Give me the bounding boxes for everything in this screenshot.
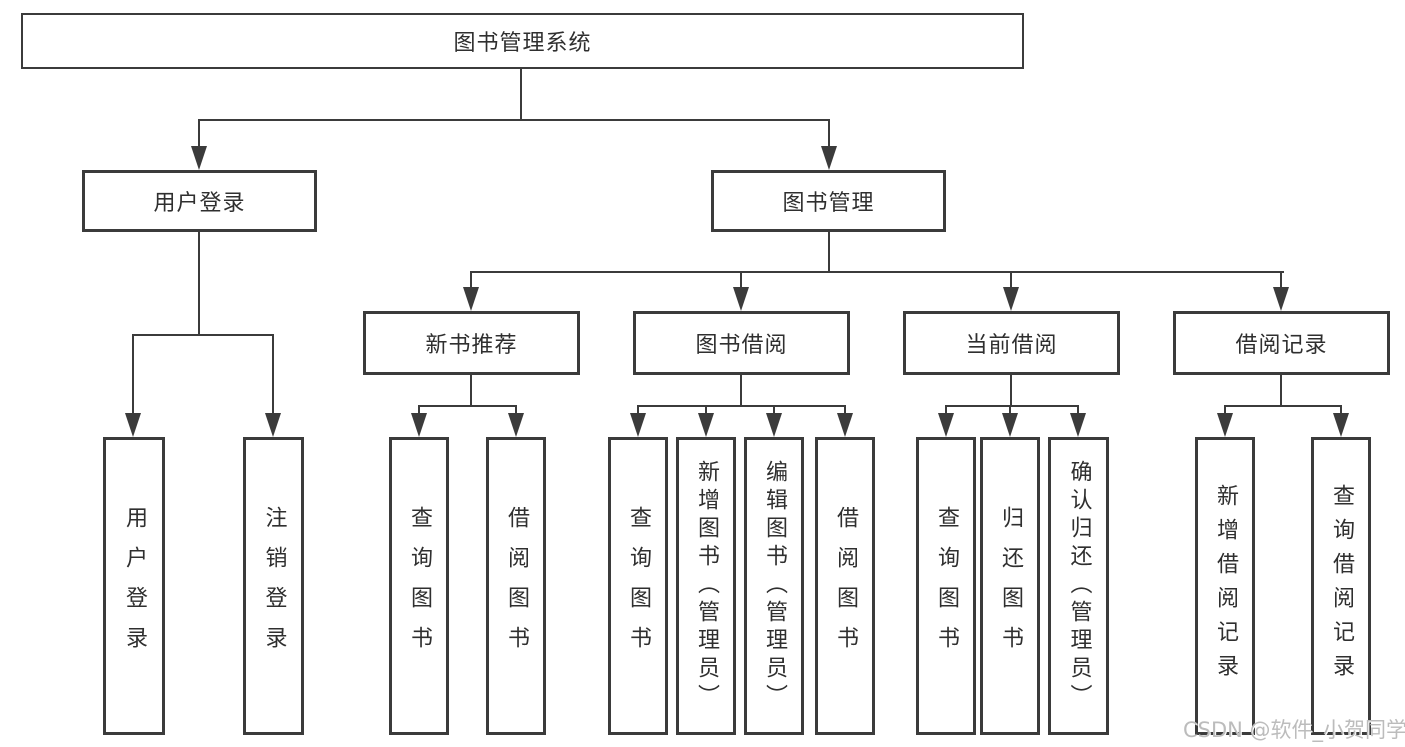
node-label: 图书管理系统	[453, 31, 592, 56]
connector-leaf-stem	[1009, 405, 1011, 415]
connector-current-borrow-stem	[1010, 375, 1012, 407]
connector-book-borrow-split	[637, 405, 846, 407]
node-new-book-recommendation: 新书推荐	[363, 311, 580, 375]
node-label: 用户登录	[153, 191, 246, 216]
connector-user-login-stem	[198, 232, 200, 335]
connector-to-leaf-logout	[272, 334, 274, 415]
node-label: 借阅记录	[1235, 333, 1328, 358]
connector-to-user-login	[198, 119, 200, 148]
leaf-label: 查询图书	[407, 506, 432, 666]
leaf-add-books-admin: 新增图书（管理员）	[676, 437, 736, 735]
node-label: 当前借阅	[965, 333, 1058, 358]
arrowhead-current-borrow	[1003, 287, 1019, 311]
connector-leaf-stem	[418, 405, 420, 415]
connector-to-new-book	[470, 271, 472, 289]
node-current-borrowing: 当前借阅	[903, 311, 1120, 375]
leaf-label: 查询借阅记录	[1329, 484, 1354, 688]
connector-leaf-stem	[637, 405, 639, 415]
leaf-label: 注销登录	[261, 506, 287, 666]
leaf-label: 用户登录	[122, 506, 147, 666]
leaf-query-books-recommend: 查询图书	[389, 437, 449, 735]
arrowhead-leaf-user-login	[125, 413, 141, 437]
connector-to-leaf-user-login	[132, 334, 134, 415]
leaf-label: 查询图书	[934, 506, 959, 666]
connector-new-book-stem	[470, 375, 472, 407]
leaf-query-borrow-record: 查询借阅记录	[1311, 437, 1371, 735]
connector-to-book-management	[828, 119, 830, 148]
arrowhead-leaf-logout	[265, 413, 281, 437]
arrowhead-leaf	[938, 413, 954, 437]
leaf-label: 借阅图书	[833, 506, 858, 666]
arrowhead-leaf	[508, 413, 524, 437]
connector-new-book-split	[418, 405, 517, 407]
leaf-user-login: 用户登录	[103, 437, 165, 735]
connector-leaf-stem	[705, 405, 707, 415]
leaf-logout: 注销登录	[243, 437, 304, 735]
arrowhead-leaf	[1333, 413, 1349, 437]
connector-to-book-borrow	[740, 271, 742, 289]
leaf-query-books-current: 查询图书	[916, 437, 976, 735]
leaf-return-books: 归还图书	[980, 437, 1040, 735]
connector-book-mgmt-stem	[828, 232, 830, 272]
leaf-query-books-borrow: 查询图书	[608, 437, 668, 735]
connector-book-borrow-stem	[740, 375, 742, 407]
connector-leaf-stem	[515, 405, 517, 415]
arrowhead-leaf	[1217, 413, 1233, 437]
arrowhead-leaf	[411, 413, 427, 437]
arrowhead-leaf	[1002, 413, 1018, 437]
leaf-label: 新增图书（管理员）	[694, 460, 719, 712]
arrowhead-user-login	[191, 146, 207, 170]
csdn-watermark: CSDN @软件_小贺同学	[1183, 718, 1405, 742]
leaf-borrow-books-recommend: 借阅图书	[486, 437, 546, 735]
arrowhead-leaf	[630, 413, 646, 437]
node-borrowing-records: 借阅记录	[1173, 311, 1390, 375]
connector-leaf-stem	[844, 405, 846, 415]
leaf-add-borrow-record: 新增借阅记录	[1195, 437, 1255, 735]
connector-to-borrow-records	[1280, 271, 1282, 289]
leaf-label: 新增借阅记录	[1213, 484, 1238, 688]
leaf-label: 归还图书	[998, 506, 1023, 666]
leaf-label: 确认归还（管理员）	[1066, 460, 1092, 712]
node-label: 新书推荐	[425, 333, 518, 358]
arrowhead-new-book	[463, 287, 479, 311]
leaf-confirm-return-admin: 确认归还（管理员）	[1048, 437, 1109, 735]
connector-to-current-borrow	[1010, 271, 1012, 289]
connector-level1-split	[198, 119, 830, 121]
leaf-borrow-books: 借阅图书	[815, 437, 875, 735]
connector-leaf-stem	[1340, 405, 1342, 415]
leaf-label: 借阅图书	[504, 506, 529, 666]
node-book-management: 图书管理	[711, 170, 946, 232]
connector-root-stem	[520, 69, 522, 120]
arrowhead-book-borrow	[733, 287, 749, 311]
node-label: 图书借阅	[695, 333, 788, 358]
arrowhead-leaf	[698, 413, 714, 437]
arrowhead-leaf	[1070, 413, 1086, 437]
node-label: 图书管理	[782, 191, 875, 216]
connector-current-borrow-split	[945, 405, 1079, 407]
leaf-label: 编辑图书（管理员）	[762, 460, 787, 712]
arrowhead-borrow-records	[1273, 287, 1289, 311]
node-library-management-system: 图书管理系统	[21, 13, 1024, 69]
connector-borrow-records-stem	[1280, 375, 1282, 407]
connector-leaf-stem	[773, 405, 775, 415]
leaf-label: 查询图书	[626, 506, 651, 666]
connector-borrow-records-split	[1224, 405, 1342, 407]
connector-user-login-split	[132, 334, 274, 336]
connector-leaf-stem	[1077, 405, 1079, 415]
connector-leaf-stem	[945, 405, 947, 415]
connector-level2-split	[470, 271, 1284, 273]
arrowhead-book-management	[821, 146, 837, 170]
arrowhead-leaf	[766, 413, 782, 437]
leaf-edit-books-admin: 编辑图书（管理员）	[744, 437, 804, 735]
node-user-login: 用户登录	[82, 170, 317, 232]
node-book-borrowing: 图书借阅	[633, 311, 850, 375]
arrowhead-leaf	[837, 413, 853, 437]
connector-leaf-stem	[1224, 405, 1226, 415]
